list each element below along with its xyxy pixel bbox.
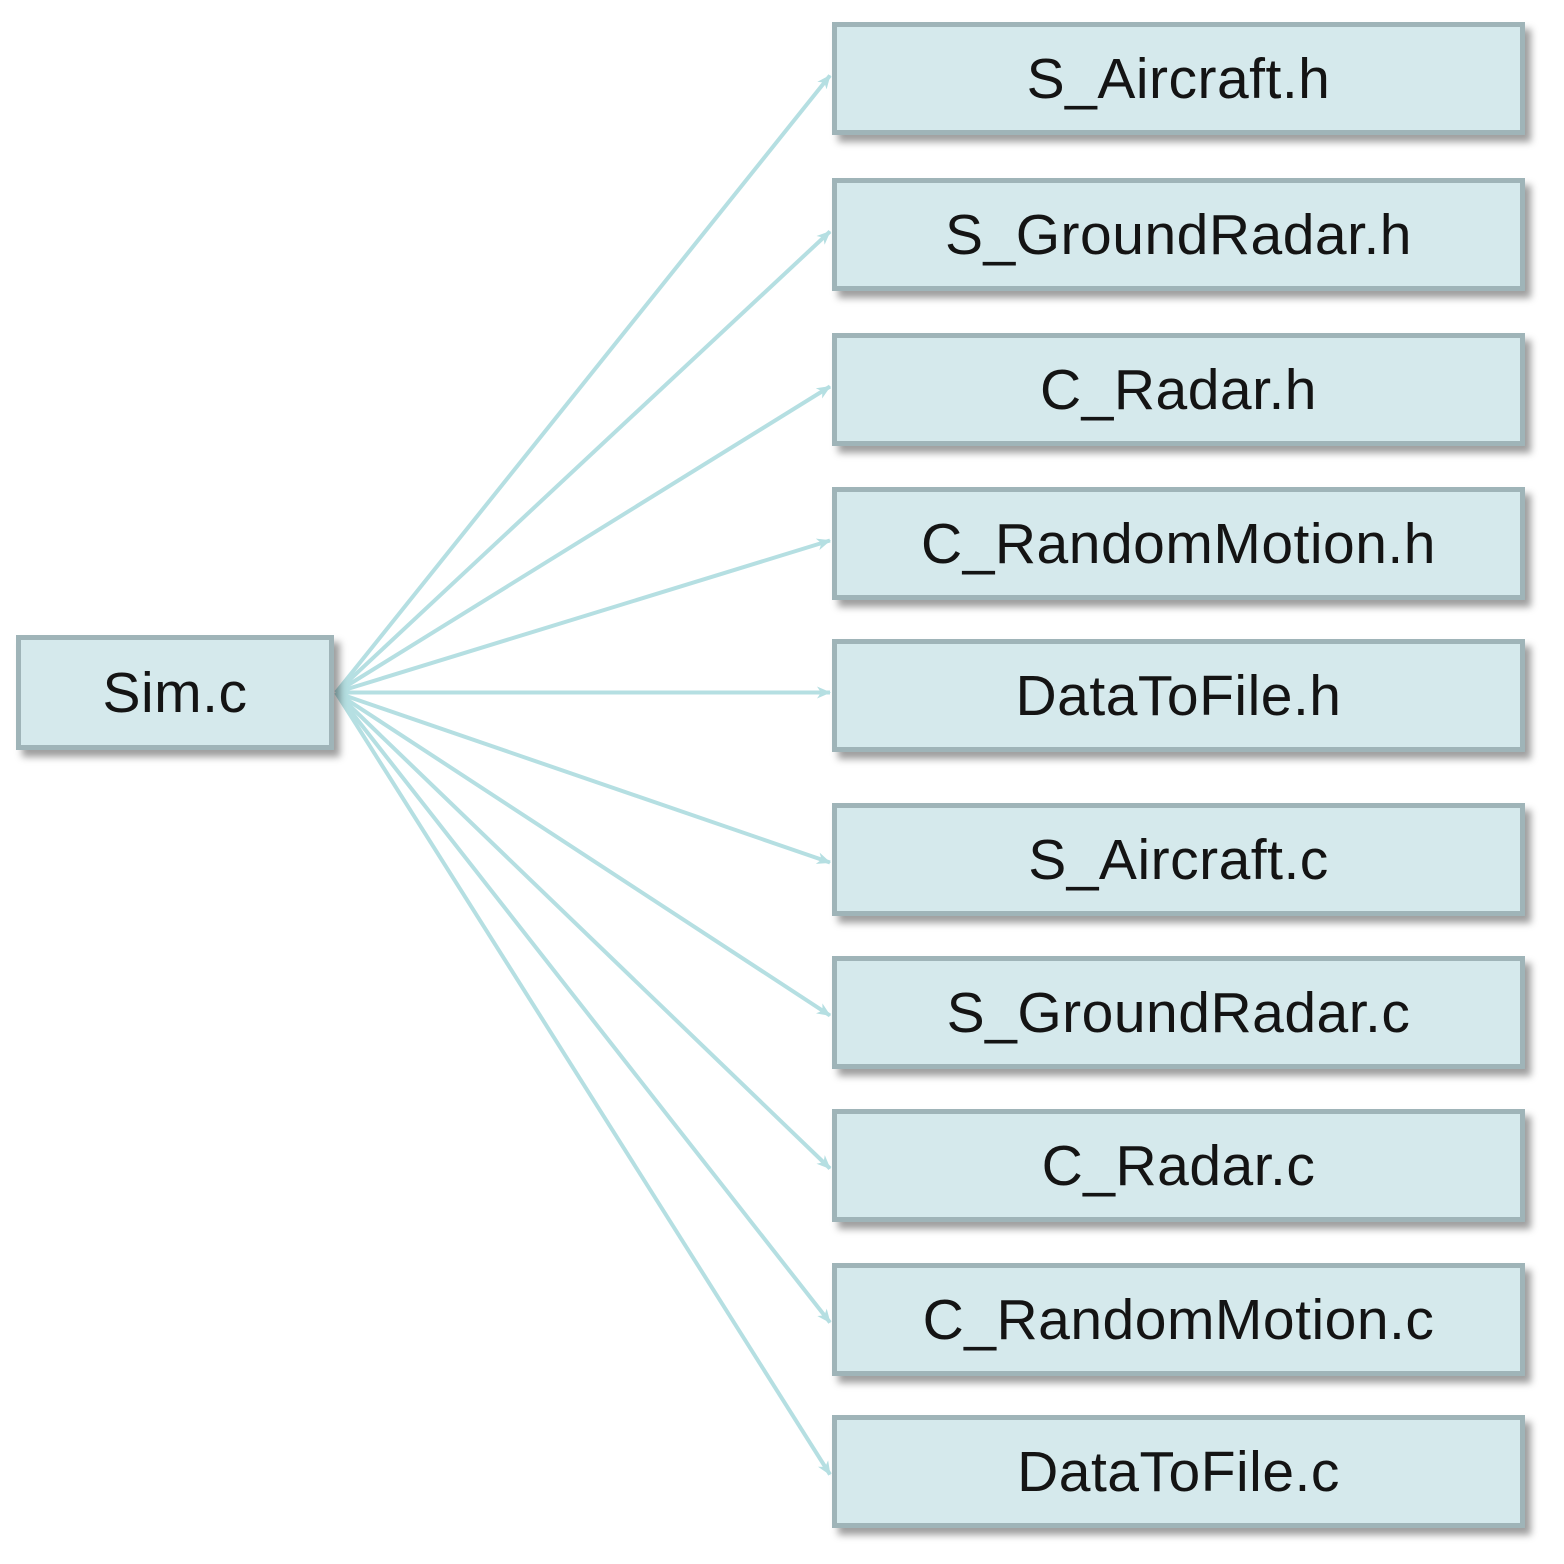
edge-arrow <box>334 230 832 694</box>
edge-arrow <box>334 691 832 1324</box>
node-datatofile-h: DataToFile.h <box>832 639 1525 752</box>
node-s-groundradar-h: S_GroundRadar.h <box>832 178 1525 291</box>
node-s-groundradar-c: S_GroundRadar.c <box>832 956 1525 1069</box>
node-s-aircraft-c: S_Aircraft.c <box>832 803 1525 916</box>
node-label: C_RandomMotion.h <box>921 511 1436 576</box>
edge-arrow <box>334 384 832 695</box>
node-label: C_Radar.c <box>1041 1133 1316 1198</box>
node-label: S_GroundRadar.h <box>945 202 1412 267</box>
node-s-aircraft-h: S_Aircraft.h <box>832 22 1525 135</box>
node-label: S_Aircraft.h <box>1026 46 1331 111</box>
node-label: S_Aircraft.c <box>1028 827 1329 892</box>
node-c-radar-c: C_Radar.c <box>832 1109 1525 1222</box>
node-sim-c: Sim.c <box>16 635 334 750</box>
node-label: S_GroundRadar.c <box>946 980 1411 1045</box>
edge-arrow <box>335 538 831 695</box>
node-c-randommotion-c: C_RandomMotion.c <box>832 1263 1525 1376</box>
node-c-radar-h: C_Radar.h <box>832 333 1525 446</box>
node-datatofile-c: DataToFile.c <box>832 1415 1525 1528</box>
node-label: DataToFile.h <box>1015 663 1342 728</box>
node-label: C_RandomMotion.c <box>922 1287 1435 1352</box>
edge-arrow <box>335 690 831 865</box>
edge-arrow <box>334 691 832 1476</box>
edge-arrow <box>334 691 832 1170</box>
node-label: DataToFile.c <box>1017 1439 1340 1504</box>
node-label: C_Radar.h <box>1039 357 1317 422</box>
edge-arrow <box>334 690 832 1018</box>
node-c-randommotion-h: C_RandomMotion.h <box>832 487 1525 600</box>
edge-arrow <box>334 74 832 694</box>
node-label: Sim.c <box>102 660 248 725</box>
